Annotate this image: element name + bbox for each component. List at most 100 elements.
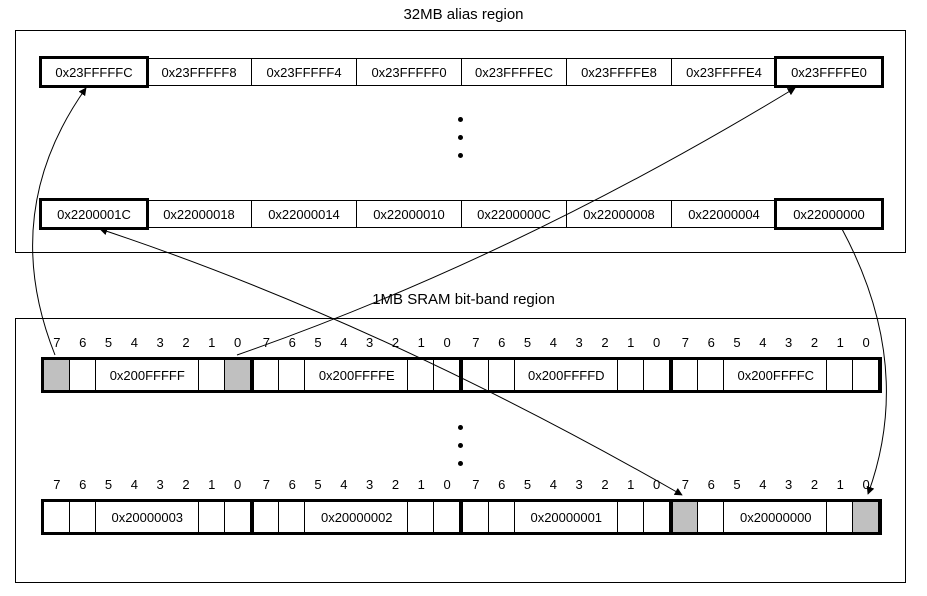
bit-number-label: 6 (498, 477, 506, 492)
bit-number-label: 0 (443, 477, 451, 492)
byte-group-0x20000001: 0x20000001 (463, 502, 673, 532)
bit-cell-0x20000002-bit0 (434, 502, 460, 532)
bit-cell-0x20000003-bit7 (44, 502, 70, 532)
sram-region-title: 1MB SRAM bit-band region (372, 291, 555, 308)
alias-cell-0x23FFFFF0: 0x23FFFFF0 (356, 58, 462, 86)
bit-number-label: 7 (53, 477, 61, 492)
bit-number-label: 7 (472, 477, 480, 492)
byte-group-0x20000003: 0x20000003 (44, 502, 254, 532)
bit-number-label: 3 (156, 335, 164, 350)
byte-address-label: 0x20000001 (524, 502, 609, 532)
bit-cell-0x200FFFFD-bit6 (488, 360, 515, 390)
bit-number-label: 3 (366, 477, 374, 492)
alias-cell-0x23FFFFE0: 0x23FFFFE0 (776, 58, 882, 86)
bit-number-label: 4 (340, 477, 348, 492)
byte-address-label: 0x200FFFFD (521, 360, 611, 390)
alias-cell-0x22000008: 0x22000008 (566, 200, 672, 228)
bit-number-label: 2 (391, 335, 400, 350)
alias-cell-0x23FFFFFC: 0x23FFFFFC (41, 58, 147, 86)
bit-cell-0x200FFFFF-bit1 (198, 360, 225, 390)
bit-number-label: 0 (652, 477, 661, 492)
bit-number-label: 4 (130, 335, 138, 350)
bit-number-label: 4 (130, 477, 138, 492)
bit-number-label: 4 (340, 335, 348, 350)
bit-cell-0x20000003-bit6 (69, 502, 96, 532)
bit-number-label: 1 (836, 335, 844, 350)
bit-number-label: 2 (601, 477, 609, 492)
bit-cell-0x20000003-bit0 (224, 502, 251, 532)
sram-ellipsis (16, 425, 905, 466)
bit-number-label: 0 (862, 335, 870, 350)
alias-cell-0x23FFFFF4: 0x23FFFFF4 (251, 58, 357, 86)
bit-number-label: 6 (288, 335, 296, 350)
alias-ellipsis (16, 117, 905, 158)
byte-address-label: 0x20000002 (314, 502, 399, 532)
ellipsis-dot (458, 443, 463, 448)
bit-number-label: 1 (208, 335, 216, 350)
bit-cell-0x200FFFFF-bit6 (69, 360, 96, 390)
ellipsis-dot (458, 153, 463, 158)
bit-number-label: 3 (785, 477, 793, 492)
bit-number-label: 6 (707, 335, 715, 350)
bit-number-label: 5 (104, 335, 113, 350)
bit-number-label: 6 (498, 335, 506, 350)
bit-number-label: 3 (366, 335, 374, 350)
bit-number-label: 6 (288, 477, 296, 492)
byte-address-label: 0x200FFFFC (731, 360, 821, 390)
bit-cell-0x20000001-bit7 (463, 502, 489, 532)
alias-cell-0x23FFFFE8: 0x23FFFFE8 (566, 58, 672, 86)
ellipsis-dot (458, 135, 463, 140)
bit-number-label: 6 (79, 477, 87, 492)
bit-number-label: 0 (233, 335, 242, 350)
byte-group-0x20000000: 0x20000000 (672, 502, 879, 532)
byte-group-0x200FFFFE: 0x200FFFFE (253, 360, 463, 390)
bit-number-label: 2 (810, 477, 819, 492)
bit-cell-0x20000003-bit1 (198, 502, 225, 532)
byte-address-label: 0x200FFFFF (103, 360, 191, 390)
alias-cell-0x2200000C: 0x2200000C (461, 200, 567, 228)
bit-number-label: 1 (627, 335, 635, 350)
bit-number-label: 2 (182, 477, 190, 492)
bit-number-label: 4 (759, 477, 767, 492)
bit-number-label: 5 (104, 477, 113, 492)
bit-number-label: 0 (443, 335, 451, 350)
bit-number-label: 0 (652, 335, 661, 350)
bit-number-label: 4 (549, 335, 557, 350)
bit-number-label: 6 (79, 335, 87, 350)
alias-region-title: 32MB alias region (403, 6, 524, 23)
bit-cell-0x200FFFFC-bit7 (672, 360, 699, 390)
bit-cell-0x20000000-bit6 (698, 502, 725, 532)
bit-number-label: 7 (681, 477, 690, 492)
bit-cell-0x200FFFFE-bit0 (434, 360, 460, 390)
bit-number-label: 3 (575, 477, 583, 492)
bit-number-label: 4 (549, 477, 557, 492)
bit-number-label: 2 (391, 477, 400, 492)
bit-cell-0x200FFFFC-bit6 (698, 360, 725, 390)
alias-cell-0x22000004: 0x22000004 (671, 200, 777, 228)
bit-cell-0x20000002-bit6 (279, 502, 306, 532)
bit-number-label: 2 (601, 335, 609, 350)
bit-number-label: 7 (681, 335, 690, 350)
bit-number-label: 5 (523, 477, 532, 492)
bit-number-label: 5 (733, 335, 741, 350)
bit-cell-0x20000001-bit0 (643, 502, 670, 532)
alias-cell-0x22000000: 0x22000000 (776, 200, 882, 228)
bit-cell-0x200FFFFC-bit0 (853, 360, 879, 390)
bit-cell-0x20000000-bit7 (672, 502, 699, 532)
byte-address-label: 0x200FFFFE (312, 360, 401, 390)
bit-cell-0x200FFFFE-bit6 (279, 360, 306, 390)
bit-number-label: 2 (182, 335, 190, 350)
bit-number-label: 6 (707, 477, 715, 492)
bit-cell-0x20000002-bit7 (253, 502, 280, 532)
bit-cell-0x200FFFFF-bit0 (224, 360, 251, 390)
bit-number-label: 5 (314, 335, 322, 350)
bit-cell-0x200FFFFC-bit1 (827, 360, 854, 390)
